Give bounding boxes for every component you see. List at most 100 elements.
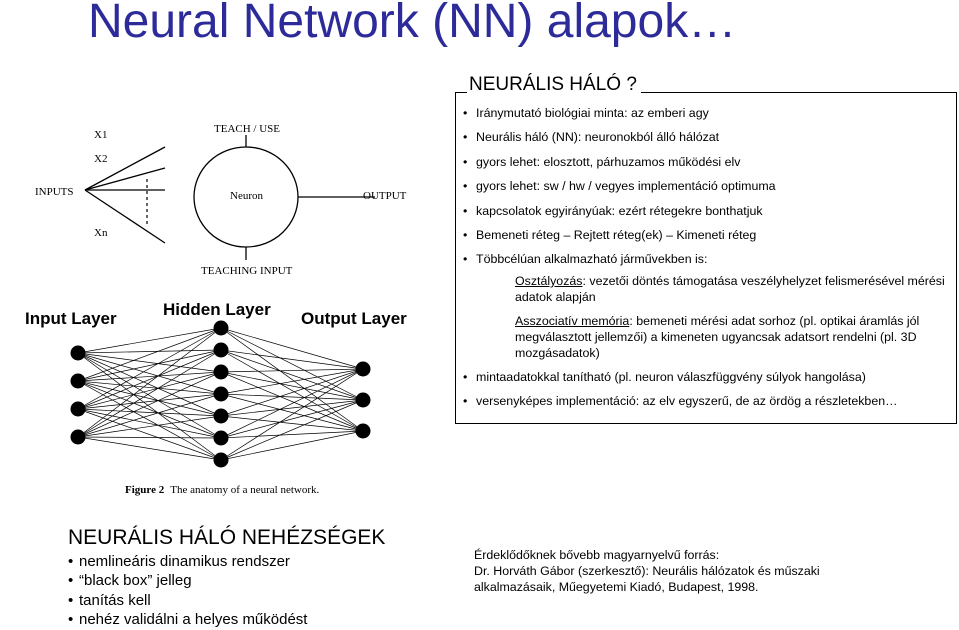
reference-intro: Érdeklődőknek bővebb magyarnyelvű forrás… xyxy=(474,548,720,562)
teaching-input-label: TEACHING INPUT xyxy=(201,265,293,277)
reference-text: Érdeklődőknek bővebb magyarnyelvű forrás… xyxy=(474,547,894,595)
connection-line xyxy=(220,327,364,432)
reference-box xyxy=(468,539,888,605)
associative-memory-text: : bemeneti mérési adat sorhoz (pl. optik… xyxy=(515,314,920,360)
connection-line xyxy=(77,327,222,354)
x2-label: X2 xyxy=(94,153,107,165)
classification-text: : vezetői döntés támogatása veszélyhelyz… xyxy=(515,274,945,304)
hidden-node xyxy=(213,430,229,446)
associative-memory-term: Asszociatív memória xyxy=(515,314,630,328)
connection-line xyxy=(77,408,222,461)
connection-line xyxy=(77,352,222,395)
classification-term: Osztályozás xyxy=(515,274,583,288)
neuron-label: Neuron xyxy=(230,190,263,202)
list-item: gyors lehet: elosztott, párhuzamos működ… xyxy=(462,154,950,178)
connection-line xyxy=(77,415,222,438)
connection-line xyxy=(220,368,364,395)
connection-line xyxy=(77,352,222,439)
list-item: Iránymutató biológiai minta: az emberi a… xyxy=(462,105,950,129)
output-layer-label: Output Layer xyxy=(301,309,407,328)
figure-caption-text: The anatomy of a neural network. xyxy=(170,484,319,496)
list-item: versenyképes implementáció: az elv egysz… xyxy=(462,393,950,417)
neuron-diagram: INPUTS X1 X2 Xn TEACH / USE Neuron OUTPU… xyxy=(35,123,407,277)
connection-line xyxy=(77,393,222,438)
figure-caption: Figure 2 The anatomy of a neural network. xyxy=(125,484,320,496)
list-item: kapcsolatok egyirányúak: ezért rétegekre… xyxy=(462,203,950,227)
connection-line xyxy=(220,399,364,417)
input-node xyxy=(70,401,86,417)
connection-line xyxy=(77,380,222,439)
right-bullet-list-2: mintaadatokkal tanítható (pl. neuron vál… xyxy=(462,369,950,417)
output-label: OUTPUT xyxy=(363,190,407,202)
figure-caption-number: Figure 2 xyxy=(125,484,165,496)
connection-line xyxy=(77,371,222,438)
connection-line xyxy=(77,349,222,382)
sub-item-classification: Osztályozás: vezetői döntés támogatása v… xyxy=(515,273,947,305)
hidden-node xyxy=(213,320,229,336)
hidden-node xyxy=(213,364,229,380)
connection-line xyxy=(77,380,222,417)
inputs-label: INPUTS xyxy=(35,186,74,198)
connection-line xyxy=(220,327,364,370)
output-node xyxy=(355,361,371,377)
hidden-layer-label: Hidden Layer xyxy=(163,300,271,319)
connection-line xyxy=(77,380,222,395)
list-item: Többcélúan alkalmazható járművekben is: xyxy=(462,251,950,275)
connection-line xyxy=(77,371,222,410)
list-item: mintaadatokkal tanítható (pl. neuron vál… xyxy=(462,369,950,393)
teach-use-label: TEACH / USE xyxy=(214,123,280,135)
hidden-node xyxy=(213,342,229,358)
list-item: “black box” jelleg xyxy=(68,572,307,591)
connections xyxy=(77,327,364,461)
list-item: Neurális háló (NN): neuronokból álló hál… xyxy=(462,129,950,153)
connection-line xyxy=(77,393,222,410)
reference-citation: Dr. Horváth Gábor (szerkesztő): Neurális… xyxy=(474,564,820,594)
difficulties-list: nemlineáris dinamikus rendszer “black bo… xyxy=(68,553,307,630)
connection-line xyxy=(220,368,364,373)
connection-line xyxy=(77,352,222,373)
connection-line xyxy=(77,352,222,417)
sub-item-associative-memory: Asszociatív memória: bemeneti mérési ada… xyxy=(515,313,947,361)
connection-line xyxy=(77,327,222,382)
connection-line xyxy=(220,393,364,401)
list-item: nemlineáris dinamikus rendszer xyxy=(68,553,307,572)
hidden-node xyxy=(213,452,229,468)
connection-line xyxy=(77,436,222,439)
list-item: Bemeneti réteg – Rejtett réteg(ek) – Kim… xyxy=(462,227,950,251)
connection-line xyxy=(220,349,364,401)
connection-line xyxy=(77,349,222,354)
connection-line xyxy=(77,436,222,461)
connection-line xyxy=(220,349,364,370)
input-node xyxy=(70,373,86,389)
connection-line xyxy=(77,352,222,461)
right-bullet-list: Iránymutató biológiai minta: az emberi a… xyxy=(462,105,950,276)
x1-label: X1 xyxy=(94,129,107,141)
connection-line xyxy=(220,371,364,432)
neural-network-diagram: Input Layer Hidden Layer Output Layer Fi… xyxy=(25,300,407,496)
slide-title: Neural Network (NN) alapok… xyxy=(88,0,737,48)
input-layer-label: Input Layer xyxy=(25,309,117,328)
connection-line xyxy=(77,408,222,417)
connection-line xyxy=(220,368,364,439)
connection-line xyxy=(220,399,364,461)
connection-line xyxy=(220,368,364,461)
connection-line xyxy=(77,349,222,438)
connection-line xyxy=(77,327,222,410)
output-node xyxy=(355,423,371,439)
output-node xyxy=(355,392,371,408)
connection-line xyxy=(220,368,364,417)
list-item: nehéz validálni a helyes működést xyxy=(68,611,307,630)
xn-label: Xn xyxy=(94,227,108,239)
connection-line xyxy=(220,371,364,401)
connection-line xyxy=(220,399,364,439)
connection-line xyxy=(220,349,364,432)
list-item: tanítás kell xyxy=(68,592,307,611)
nodes xyxy=(70,320,371,468)
connection-line xyxy=(220,430,364,461)
connection-line xyxy=(220,430,364,439)
connection-line xyxy=(220,393,364,432)
connection-line xyxy=(77,371,222,382)
difficulties-heading: NEURÁLIS HÁLÓ NEHÉZSÉGEK xyxy=(68,526,386,549)
connection-line xyxy=(220,415,364,432)
connection-line xyxy=(77,408,222,439)
